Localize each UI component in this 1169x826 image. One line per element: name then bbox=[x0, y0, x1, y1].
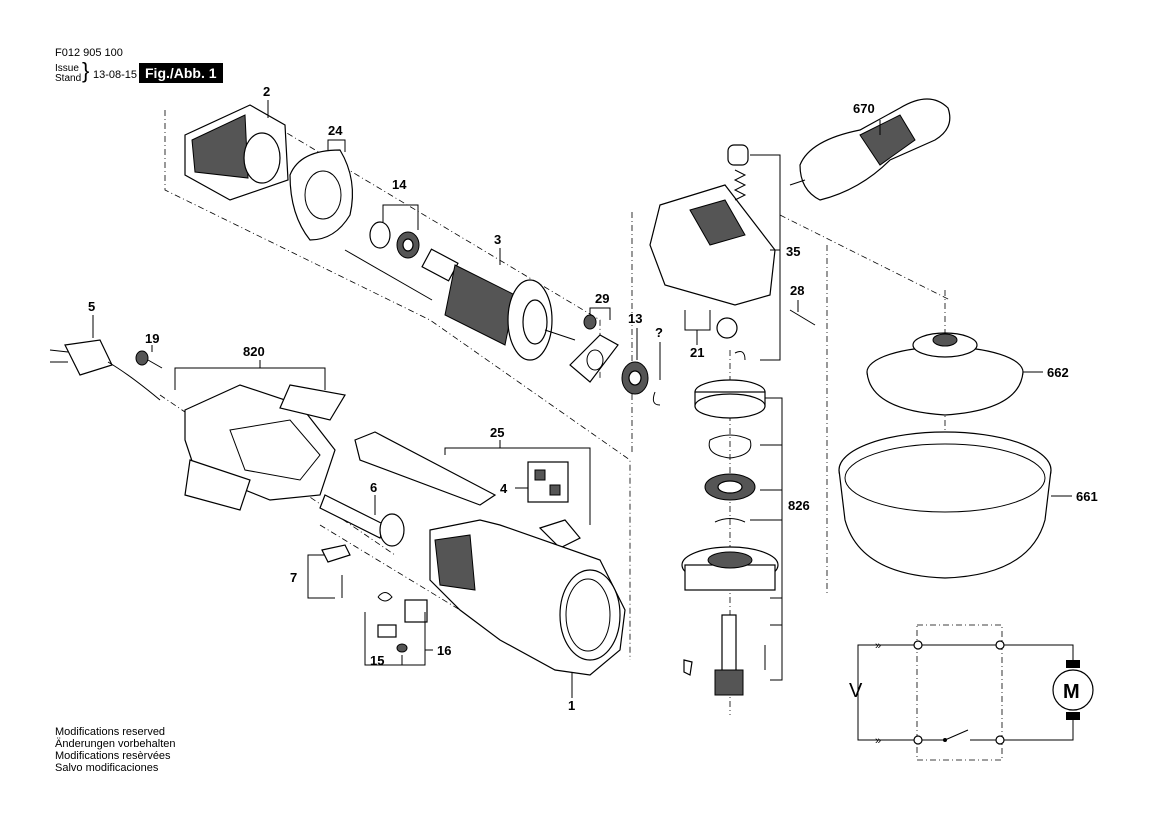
note-de: Änderungen vorbehalten bbox=[55, 738, 176, 750]
label-35: 35 bbox=[786, 244, 800, 259]
note-es: Salvo modificaciones bbox=[55, 762, 159, 774]
label-28: 28 bbox=[790, 283, 804, 298]
terminal-bl bbox=[913, 735, 923, 745]
assembly-line-brush bbox=[319, 524, 461, 611]
label-4: 4 bbox=[500, 481, 508, 496]
fan-baffle-part bbox=[289, 149, 354, 241]
label-820: 820 bbox=[243, 344, 265, 359]
issue-label: Issue bbox=[55, 63, 79, 74]
label-3: 3 bbox=[494, 232, 501, 247]
issue-stand-label: Issue Stand bbox=[55, 64, 81, 84]
backing-pad-662 bbox=[866, 332, 1024, 416]
leader-lines bbox=[92, 100, 1072, 698]
label-7: 7 bbox=[290, 570, 297, 585]
terminal-br bbox=[995, 735, 1005, 745]
label-29: 29 bbox=[595, 291, 609, 306]
motor-brush-top bbox=[1066, 660, 1080, 668]
label-6: 6 bbox=[370, 480, 377, 495]
figure-label: Fig./Abb. 1 bbox=[139, 63, 223, 83]
armature-part bbox=[421, 248, 576, 361]
note-en: Modifications reserved bbox=[55, 726, 166, 738]
arrow-bottom: » bbox=[875, 735, 881, 747]
terminal-tr bbox=[995, 640, 1005, 650]
label-662: 662 bbox=[1047, 365, 1069, 380]
key-part bbox=[683, 659, 693, 676]
label-13: 13 bbox=[628, 311, 642, 326]
note-fr: Modifications resèrvées bbox=[55, 750, 171, 762]
bearing-flange-part bbox=[569, 314, 619, 383]
motor-symbol bbox=[1052, 669, 1094, 711]
label-2: 2 bbox=[263, 84, 270, 99]
issue-date: 13-08-15 bbox=[93, 69, 138, 81]
terminal-tl bbox=[913, 640, 923, 650]
assembly-line-top bbox=[164, 110, 631, 660]
screw-19 bbox=[135, 350, 163, 369]
bearing-13-part bbox=[621, 361, 661, 406]
power-cord-part bbox=[49, 339, 161, 401]
label-826: 826 bbox=[788, 498, 810, 513]
label-15: 15 bbox=[370, 653, 384, 668]
circuit-diagram: V » » M bbox=[849, 624, 1094, 761]
label-5: 5 bbox=[88, 299, 95, 314]
label-670: 670 bbox=[853, 101, 875, 116]
label-1: 1 bbox=[568, 698, 575, 713]
screw-28 bbox=[789, 309, 816, 326]
label-question: ? bbox=[655, 325, 663, 340]
motor-housing-part bbox=[429, 519, 626, 676]
label-16: 16 bbox=[437, 643, 451, 658]
clamp-7 bbox=[321, 544, 351, 598]
motor-brush-bottom bbox=[1066, 712, 1080, 720]
brace: } bbox=[82, 58, 90, 83]
cover-820 bbox=[184, 384, 346, 511]
long-screw bbox=[344, 249, 433, 301]
label-14: 14 bbox=[392, 177, 407, 192]
motor-label: M bbox=[1063, 681, 1080, 703]
notes-block: Modifications reserved Änderungen vorbeh… bbox=[55, 726, 175, 774]
label-661: 661 bbox=[1076, 489, 1098, 504]
spindle-assembly-826 bbox=[681, 317, 779, 696]
voltage-label: V bbox=[849, 680, 863, 702]
assembly-line-cord bbox=[159, 394, 396, 556]
brush-15-16 bbox=[377, 592, 428, 653]
label-19: 19 bbox=[145, 331, 159, 346]
label-25: 25 bbox=[490, 425, 504, 440]
assembly-line-pad bbox=[779, 214, 951, 301]
part-number: F012 905 100 bbox=[55, 47, 123, 59]
switch-part bbox=[527, 461, 569, 503]
pad-661 bbox=[838, 431, 1052, 579]
bushing-bearing-part bbox=[369, 221, 420, 259]
label-21: 21 bbox=[690, 345, 704, 360]
switch-rod-part bbox=[354, 431, 497, 506]
slide-button bbox=[538, 519, 581, 549]
auxiliary-handle-part bbox=[789, 98, 951, 201]
arrow-top: » bbox=[875, 640, 881, 652]
gear-housing-part bbox=[649, 144, 776, 306]
circuit-switch-box bbox=[916, 624, 1003, 761]
switch-lever bbox=[944, 729, 969, 741]
brush-tube-part bbox=[319, 494, 405, 547]
label-24: 24 bbox=[328, 123, 343, 138]
stator-part bbox=[184, 104, 289, 201]
stand-label: Stand bbox=[55, 73, 82, 84]
